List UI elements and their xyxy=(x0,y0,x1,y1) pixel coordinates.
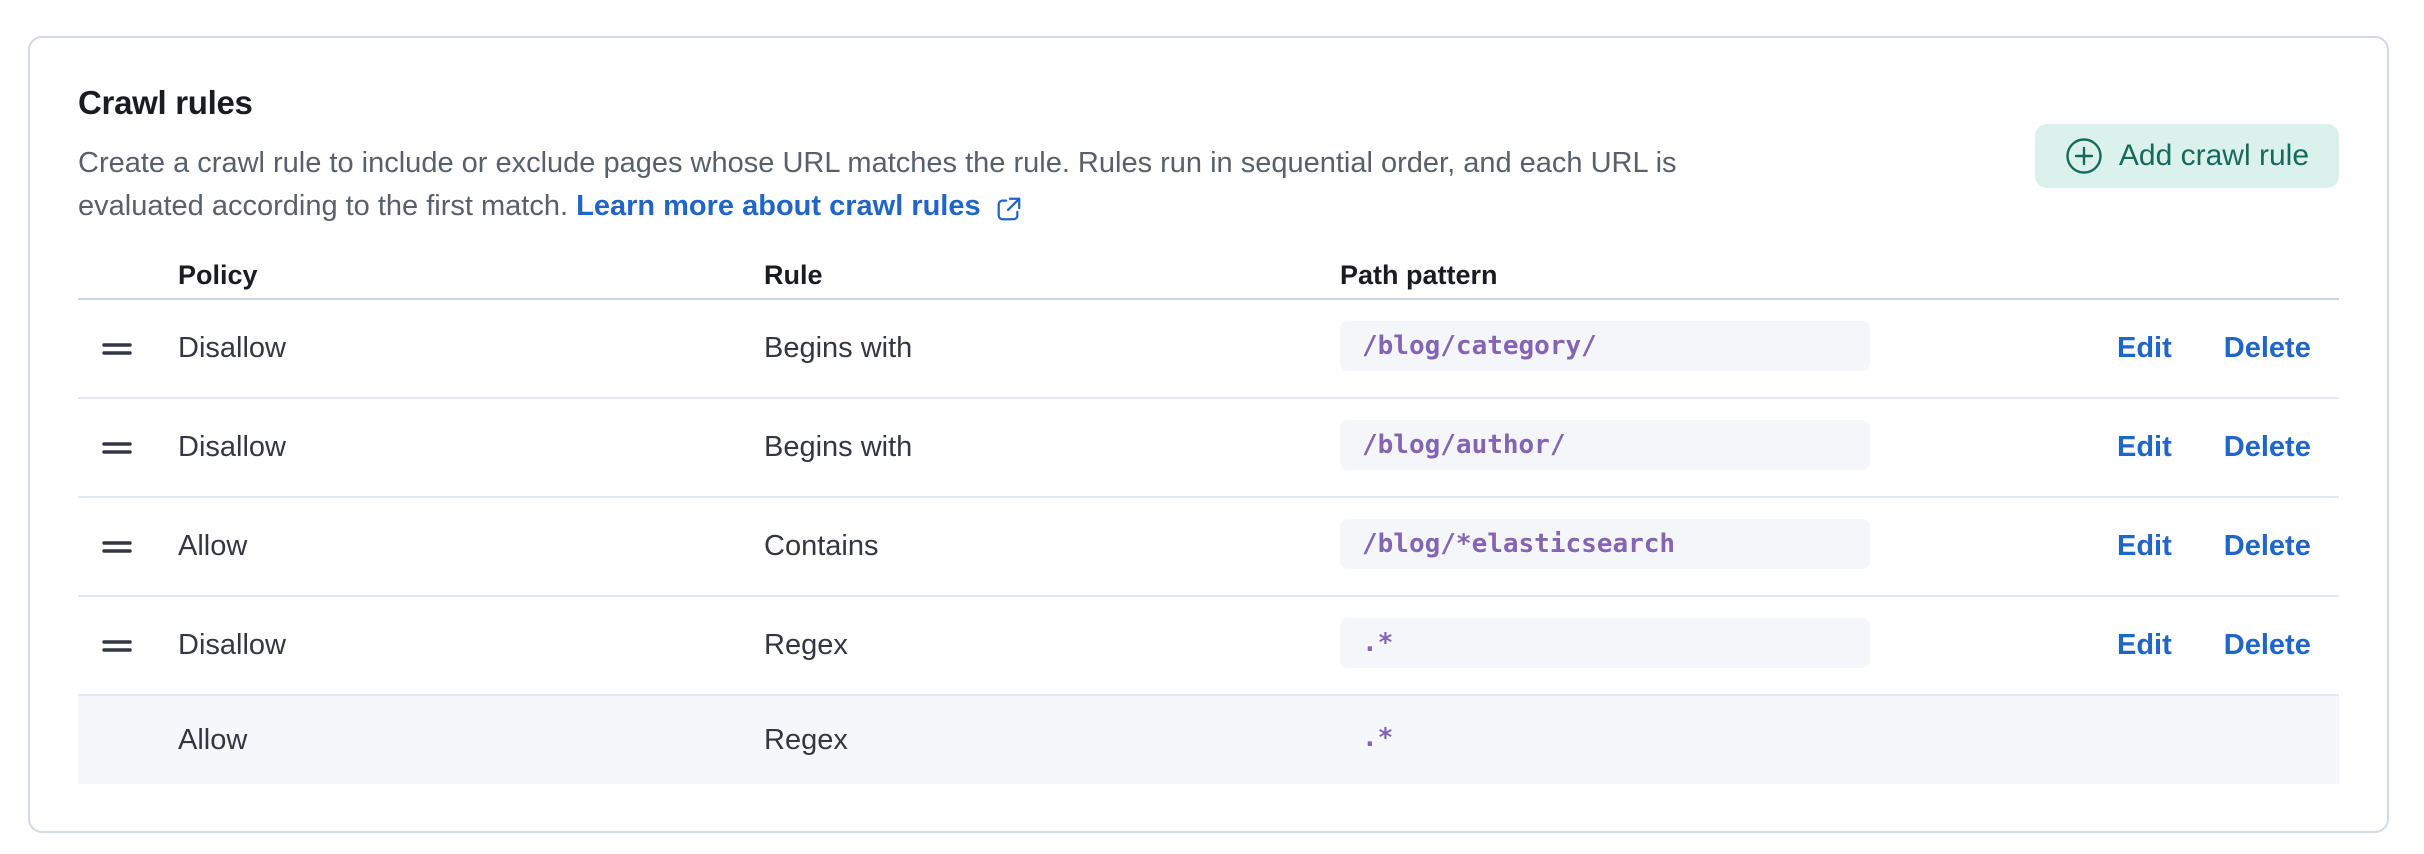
policy-cell: Disallow xyxy=(178,629,286,661)
add-crawl-rule-button[interactable]: Add crawl rule xyxy=(2034,124,2339,188)
edit-link[interactable]: Edit xyxy=(2117,530,2172,562)
table-row: Disallow Regex .* Edit Delete xyxy=(78,597,2339,696)
table-row-default-rule: Allow Regex .* xyxy=(78,696,2339,784)
drag-handle-icon[interactable] xyxy=(102,438,132,458)
delete-link[interactable]: Delete xyxy=(2223,530,2311,562)
delete-link[interactable]: Delete xyxy=(2223,332,2311,364)
panel-header-text: Crawl rules Create a crawl rule to inclu… xyxy=(78,84,1677,228)
panel-description: Create a crawl rule to include or exclud… xyxy=(78,142,1677,228)
rule-cell: Begins with xyxy=(764,332,913,364)
drag-handle-icon[interactable] xyxy=(102,537,132,557)
path-pattern-code: .* xyxy=(1362,722,1394,753)
table-row: Allow Contains /blog/*elasticsearch Edit… xyxy=(78,498,2339,597)
learn-more-link-label: Learn more about crawl rules xyxy=(576,190,981,222)
rule-cell: Begins with xyxy=(764,431,913,463)
path-pattern-code: .* xyxy=(1340,618,1870,668)
table-row: Disallow Begins with /blog/category/ Edi… xyxy=(78,300,2339,399)
plus-in-circle-icon xyxy=(2065,137,2103,175)
description-line-1: Create a crawl rule to include or exclud… xyxy=(78,147,1677,179)
description-line-2-text: evaluated according to the first match. xyxy=(78,190,569,222)
learn-more-link[interactable]: Learn more about crawl rules xyxy=(576,185,1022,228)
edit-link[interactable]: Edit xyxy=(2117,629,2172,661)
rule-cell: Regex xyxy=(764,723,848,756)
policy-cell: Allow xyxy=(178,530,248,562)
rule-cell: Regex xyxy=(764,629,848,661)
edit-link[interactable]: Edit xyxy=(2117,431,2172,463)
panel-header: Crawl rules Create a crawl rule to inclu… xyxy=(78,84,2339,228)
delete-link[interactable]: Delete xyxy=(2223,431,2311,463)
column-header-path-pattern: Path pattern xyxy=(1340,259,1498,290)
table-header-row: Policy Rule Path pattern xyxy=(78,252,2339,300)
drag-handle-icon[interactable] xyxy=(102,339,132,359)
path-pattern-code: /blog/author/ xyxy=(1340,420,1870,470)
policy-cell: Disallow xyxy=(178,431,286,463)
external-link-icon xyxy=(995,193,1022,221)
policy-cell: Allow xyxy=(178,723,248,756)
add-crawl-rule-button-label: Add crawl rule xyxy=(2118,139,2309,172)
drag-handle-icon[interactable] xyxy=(102,636,132,656)
page-title: Crawl rules xyxy=(78,84,253,121)
description-line-2: evaluated according to the first match. … xyxy=(78,185,1677,228)
path-pattern-code: /blog/category/ xyxy=(1340,321,1870,371)
column-header-rule: Rule xyxy=(764,259,823,290)
rule-cell: Contains xyxy=(764,530,879,562)
policy-cell: Disallow xyxy=(178,332,286,364)
delete-link[interactable]: Delete xyxy=(2223,629,2311,661)
column-header-policy: Policy xyxy=(178,259,258,290)
path-pattern-code: /blog/*elasticsearch xyxy=(1340,519,1870,569)
crawl-rules-table: Policy Rule Path pattern Disallow Begins… xyxy=(78,252,2339,784)
table-row: Disallow Begins with /blog/author/ Edit … xyxy=(78,399,2339,498)
crawl-rules-panel: Crawl rules Create a crawl rule to inclu… xyxy=(28,36,2389,833)
edit-link[interactable]: Edit xyxy=(2117,332,2172,364)
